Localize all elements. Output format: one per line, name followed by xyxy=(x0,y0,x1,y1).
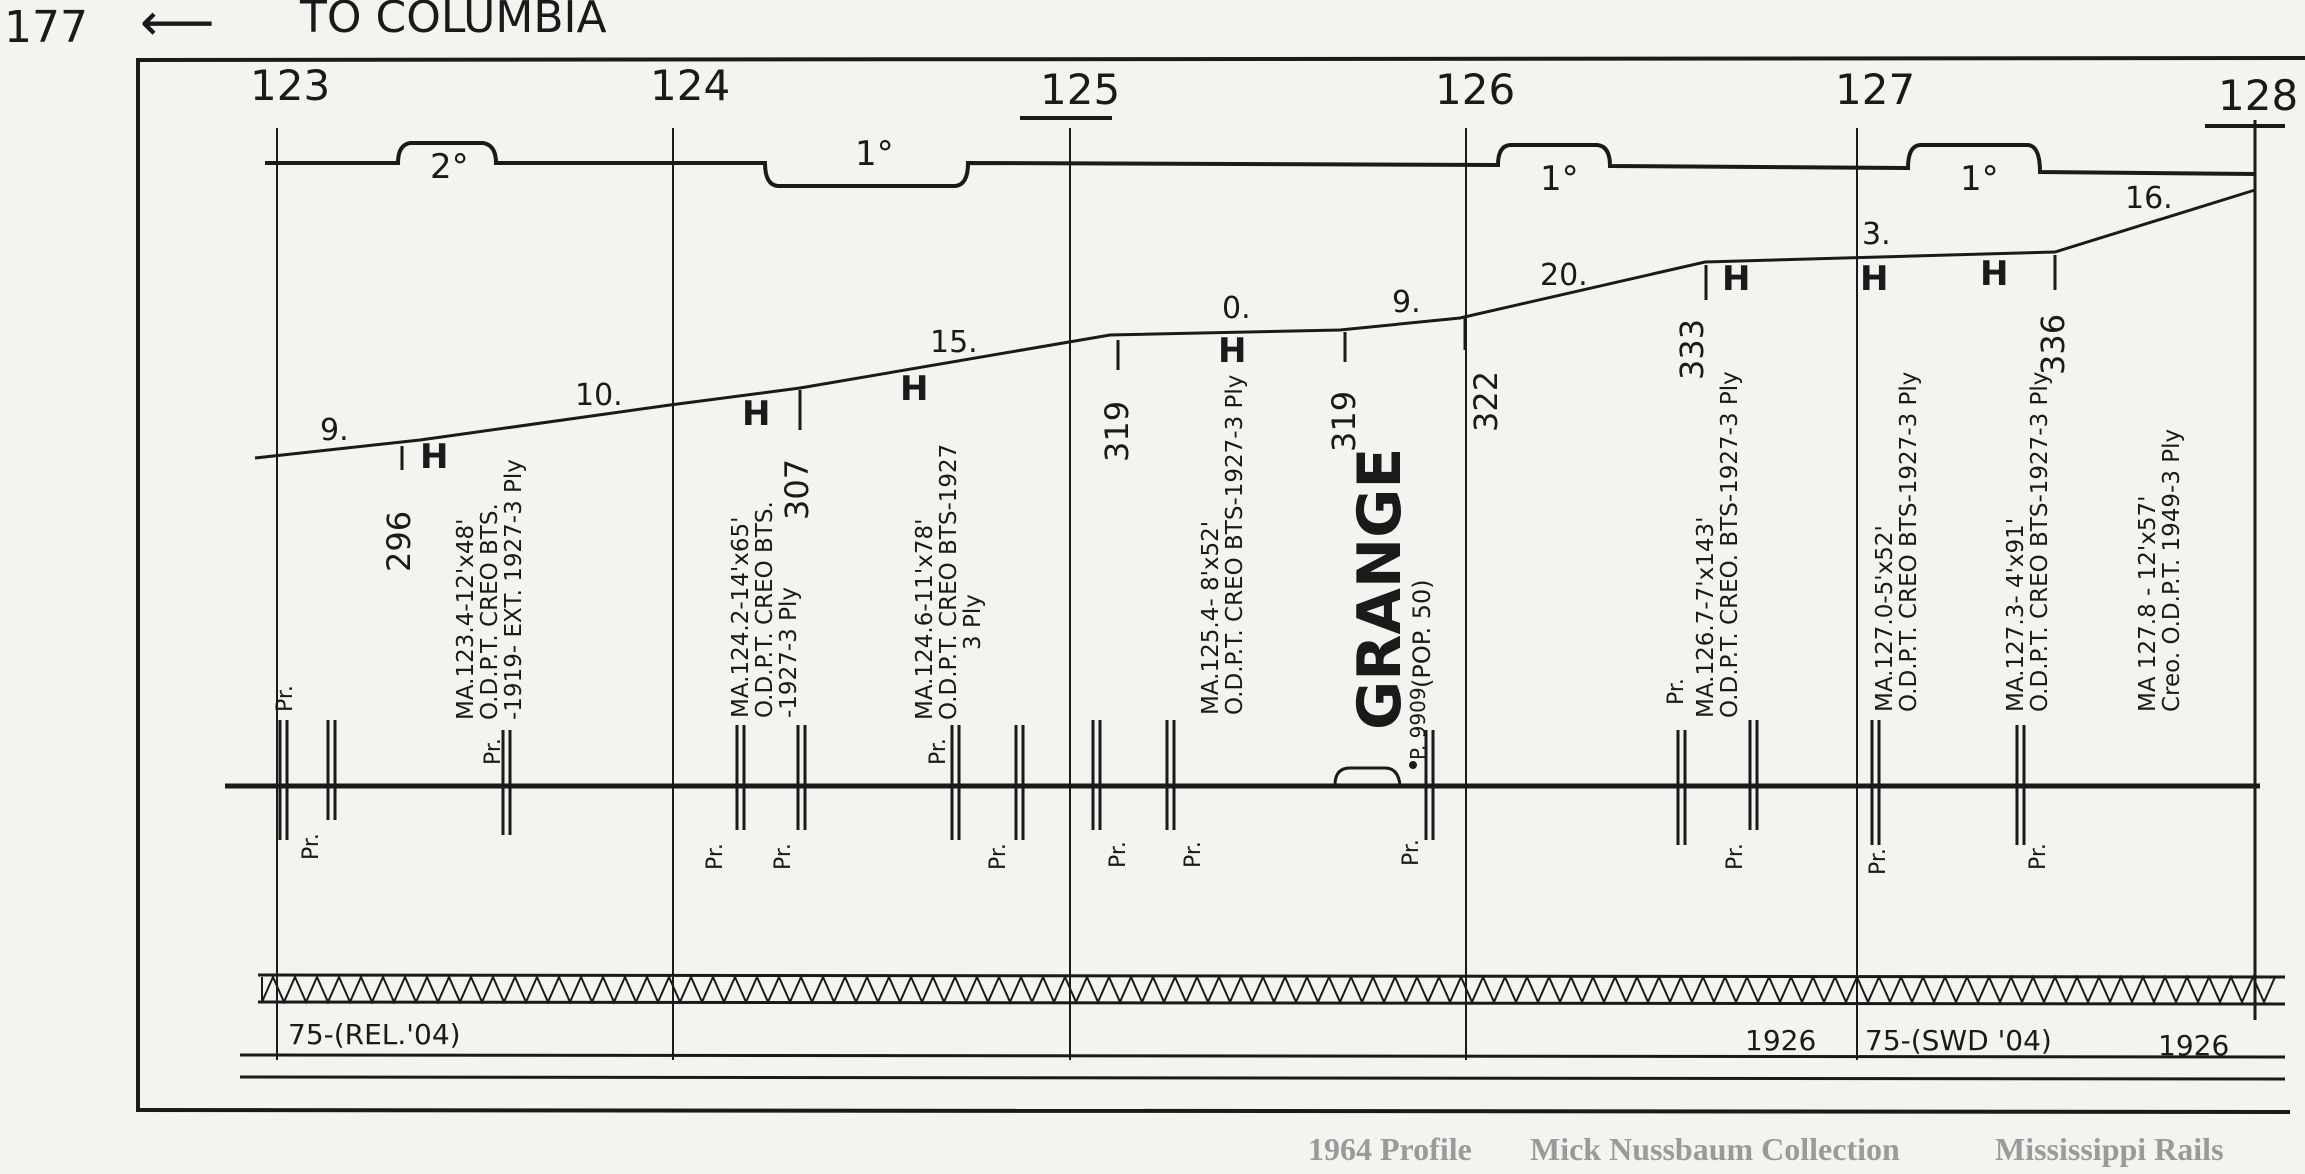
bridge-desc-6: MA.127.0-5'x52'O.D.P.T. CREO BTS-1927-3 … xyxy=(1872,372,1922,712)
pr-label-9: Pr. xyxy=(1181,841,1206,868)
credit-site: Mississippi Rails xyxy=(1995,1131,2224,1167)
rail-labels: 75-(REL.'04) 1926 75-(SWD '04) 1926 xyxy=(288,1018,2229,1062)
pr-label-11: Pr. xyxy=(1664,678,1689,705)
pr-label-3: Pr. xyxy=(481,738,506,765)
rail-segment-1: 75-(REL.'04) xyxy=(288,1018,461,1051)
bridge-descriptions: MA.123.4-12'x48'O.D.P.T. CREO BTS.-1919-… xyxy=(453,371,2185,720)
bridge-desc-5: MA.126.7-7'x143'O.D.P.T. CREO. BTS-1927-… xyxy=(1693,371,1743,718)
pr-labels: Pr. Pr. Pr. Pr. Pr. Pr. Pr. Pr. Pr. Pr. … xyxy=(273,678,2051,875)
pr-label-4: Pr. xyxy=(703,843,728,870)
elevation-ticks xyxy=(400,255,2057,470)
elevation-336: 336 xyxy=(2034,314,2072,375)
pr-label-7: Pr. xyxy=(986,843,1011,870)
elevation-319-b: 319 xyxy=(1325,391,1363,452)
direction-label: TO COLUMBIA xyxy=(299,0,607,43)
pr-label-6: Pr. xyxy=(926,738,951,765)
credit-line: 1964 Profile Mick Nussbaum Collection Mi… xyxy=(1308,1131,2224,1167)
frame xyxy=(135,56,2305,1114)
pr-label-13: Pr. xyxy=(1866,848,1891,875)
pr-label-1: Pr. xyxy=(273,685,298,712)
curve-labels: 2° 1° 1° 1° xyxy=(430,134,1999,199)
bridge-markers: H H H H H H H xyxy=(420,254,2008,477)
bridge-desc-2: MA.124.2-14'x65'O.D.P.T. CREO BTS.-1927-… xyxy=(728,501,802,718)
rail-year-1: 1926 xyxy=(1745,1024,1816,1057)
bridge-marker-7: H xyxy=(1980,254,2008,294)
milepost-labels: 123 124 125 126 127 128 xyxy=(250,61,2298,120)
credit-collection: Mick Nussbaum Collection xyxy=(1530,1131,1900,1167)
milepost-126: 126 xyxy=(1435,65,1515,114)
direction-arrow: ⟵ xyxy=(140,0,215,53)
station-building xyxy=(1333,766,1402,786)
grade-label-6: 20. xyxy=(1540,258,1588,293)
elevation-307: 307 xyxy=(778,459,816,520)
grade-label-7: 3. xyxy=(1862,217,1891,252)
grade-label-8: 16. xyxy=(2125,181,2173,216)
curvature-line xyxy=(265,141,2256,188)
milepost-125: 125 xyxy=(1040,65,1120,114)
bridge-marker-5: H xyxy=(1722,259,1750,299)
pr-label-2: Pr. xyxy=(299,833,324,860)
curve-label-4: 1° xyxy=(1960,159,1999,199)
bridge-marker-4: H xyxy=(1218,331,1246,371)
station-population: (POP. 50) xyxy=(1408,579,1436,688)
elevation-333: 333 xyxy=(1673,319,1711,380)
bridge-marker-1: H xyxy=(420,437,448,477)
bridge-marker-2: H xyxy=(742,394,770,434)
elevation-labels: 296 307 319 319 322 333 336 xyxy=(380,314,2072,572)
rail-zigzag xyxy=(261,974,2276,1005)
rail-year-2: 1926 xyxy=(2158,1029,2229,1062)
elevation-322: 322 xyxy=(1467,371,1505,432)
elevation-319-a: 319 xyxy=(1098,401,1136,462)
pr-label-5: Pr. xyxy=(771,843,796,870)
bridge-marker-3: H xyxy=(900,369,928,409)
milepost-lines xyxy=(276,128,1858,1060)
bridge-marker-6: H xyxy=(1860,259,1888,299)
pr-label-14: Pr. xyxy=(2026,843,2051,870)
rail-segment-2: 75-(SWD '04) xyxy=(1865,1024,2052,1057)
bridge-desc-7: MA.127.3- 4'x91'O.D.P.T. CREO BTS-1927-3… xyxy=(2003,372,2053,712)
elevation-296: 296 xyxy=(380,511,418,572)
milepost-123: 123 xyxy=(250,61,330,110)
curve-label-2: 1° xyxy=(855,134,894,174)
station-name: GRANGE xyxy=(1345,448,1415,730)
credit-profile: 1964 Profile xyxy=(1308,1131,1472,1167)
rail-band xyxy=(239,973,2286,1081)
grade-label-1: 9. xyxy=(320,413,349,448)
pr-label-10: Pr. xyxy=(1399,839,1424,866)
milepost-127: 127 xyxy=(1835,65,1915,114)
pr-label-12: Pr. xyxy=(1723,843,1748,870)
bridge-desc-3: MA.124.6-11'x78'O.D.P.T. CREO BTS-19273 … xyxy=(912,444,986,720)
grade-labels: 9. 10. 15. 0. 9. 20. 3. 16. xyxy=(320,181,2173,448)
milepost-124: 124 xyxy=(650,61,730,110)
crossing-symbols xyxy=(278,720,2026,845)
bridge-desc-4: MA.125.4- 8'x52'O.D.P.T. CREO BTS-1927-3… xyxy=(1198,375,1248,715)
milepost-128: 128 xyxy=(2218,71,2298,120)
pr-label-8: Pr. xyxy=(1106,841,1131,868)
grade-label-2: 10. xyxy=(575,378,623,413)
page-number: 177 xyxy=(4,2,88,53)
curve-label-1: 2° xyxy=(430,147,469,187)
grade-label-5: 9. xyxy=(1392,285,1421,320)
grade-line xyxy=(254,188,2256,460)
station-dot xyxy=(1409,761,1417,769)
grade-label-3: 15. xyxy=(930,325,978,360)
bridge-desc-8: MA 127.8 - 12'x57'Creo. O.D.P.T. 1949-3 … xyxy=(2135,429,2185,712)
curve-label-3: 1° xyxy=(1540,159,1579,199)
bridge-desc-1: MA.123.4-12'x48'O.D.P.T. CREO BTS.-1919-… xyxy=(453,459,527,720)
grade-label-4: 0. xyxy=(1222,291,1251,326)
